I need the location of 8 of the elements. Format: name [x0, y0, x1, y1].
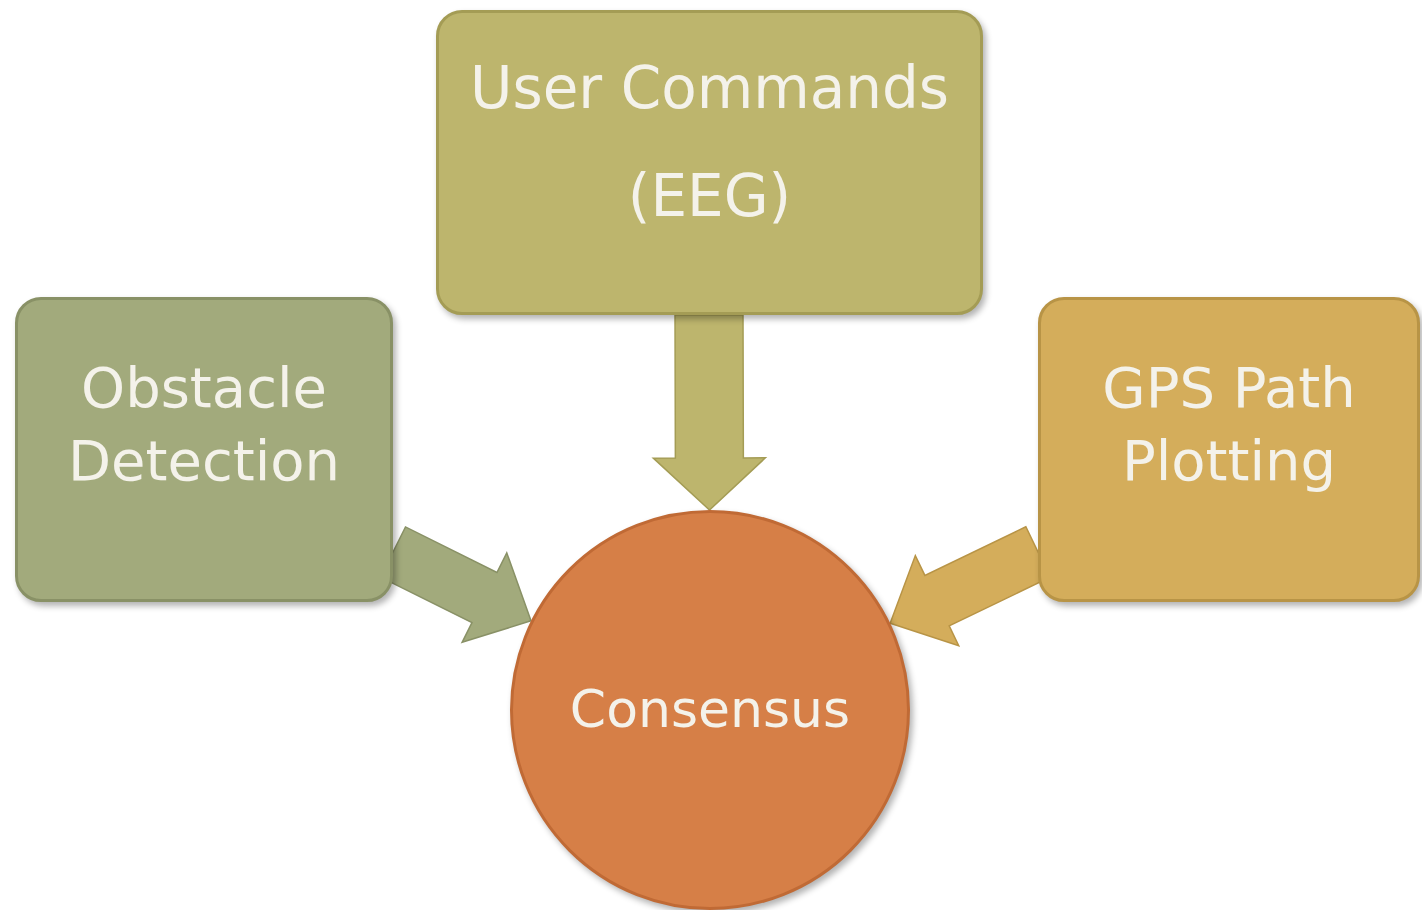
node-label: Obstacle Detection	[66, 353, 341, 495]
node-label: Consensus	[569, 678, 851, 742]
node-label: User Commands (EEG)	[469, 53, 950, 232]
node-label: GPS Path Plotting	[1101, 353, 1357, 495]
process-box	[15, 297, 393, 602]
block-arrow	[651, 314, 768, 512]
process-box	[1038, 297, 1420, 602]
process-box	[436, 10, 983, 315]
